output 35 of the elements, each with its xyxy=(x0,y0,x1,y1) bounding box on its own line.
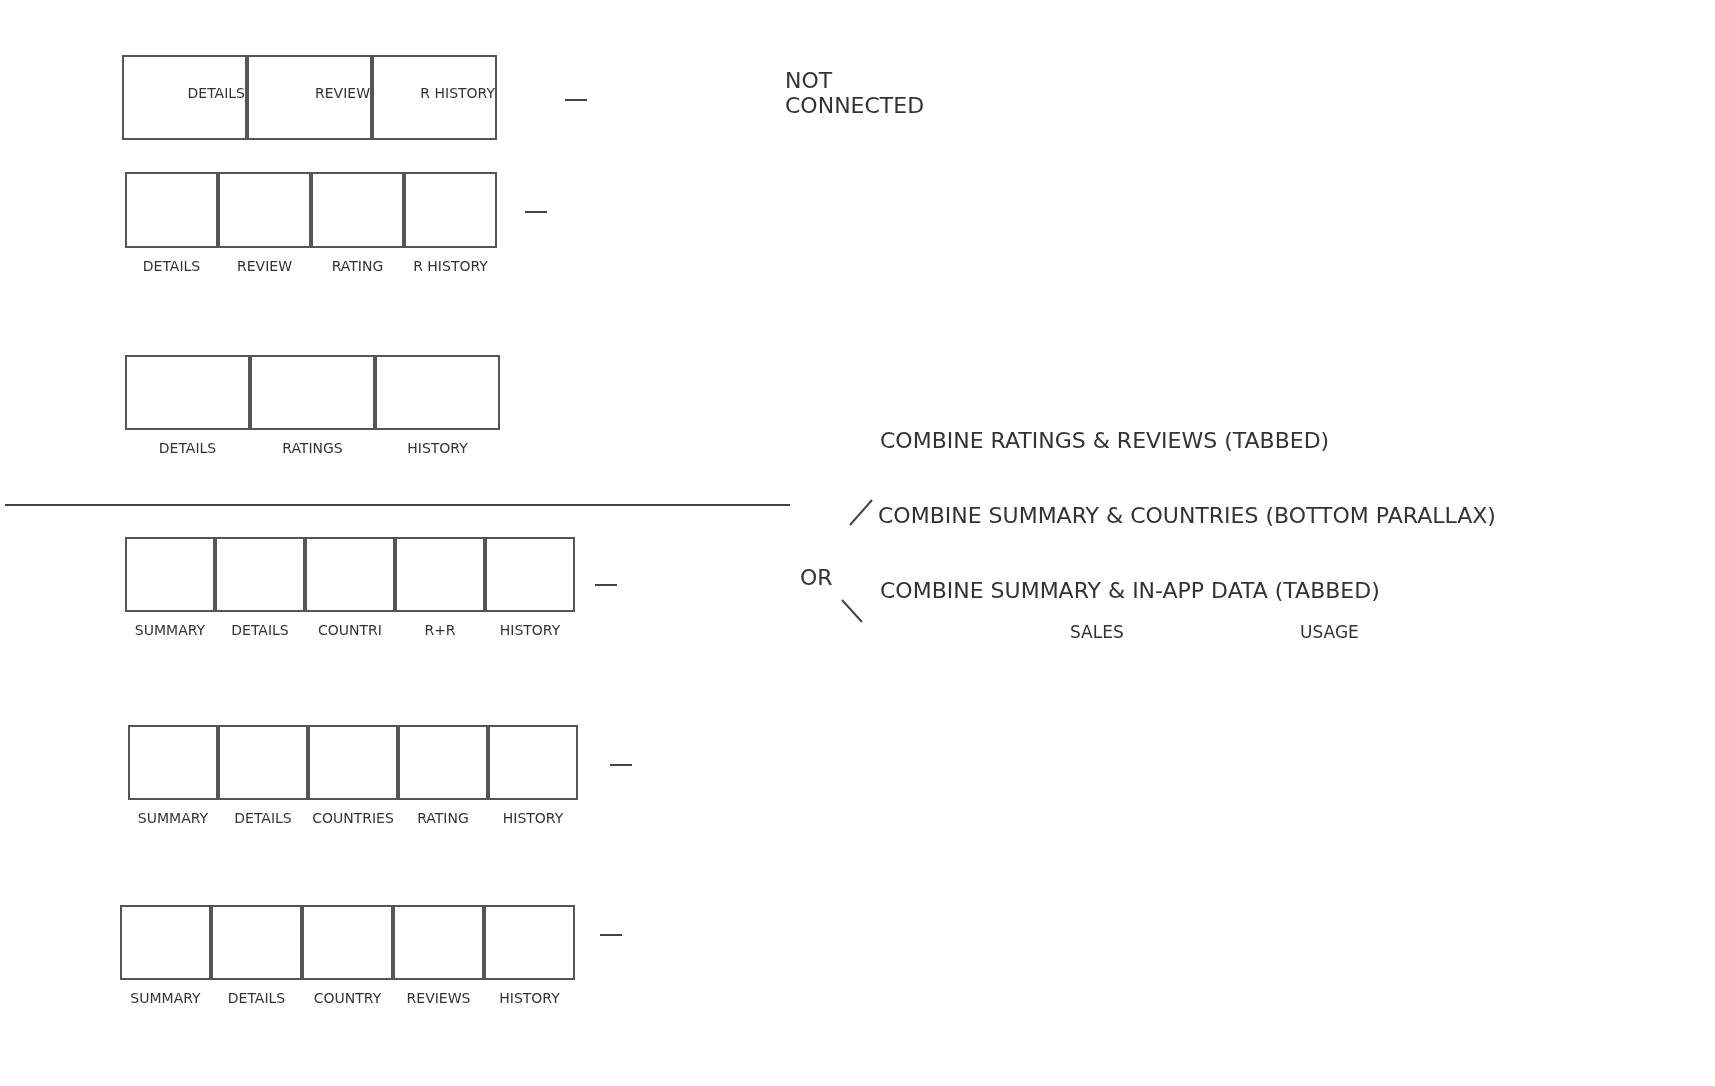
tab xyxy=(372,55,497,140)
tab xyxy=(122,55,247,140)
tab-label: DETAILS xyxy=(234,810,292,826)
tab-label: COUNTRI xyxy=(318,622,382,638)
tab-label: SUMMARY xyxy=(134,622,206,638)
tab-label: HISTORY xyxy=(499,622,561,638)
handwritten-note: COMBINE SUMMARY & IN-APP DATA (TABBED) xyxy=(880,578,1380,603)
tab-label: SUMMARY xyxy=(137,810,209,826)
tab-label: REVIEWS xyxy=(406,990,471,1006)
tab-label: HISTORY xyxy=(502,810,564,826)
handwritten-note: COMBINE SUMMARY & COUNTRIES (BOTTOM PARALLAX) xyxy=(878,503,1496,528)
tab-label: HISTORY xyxy=(499,990,560,1006)
tab-label: RATINGS xyxy=(282,440,343,456)
handwritten-note: NOT CONNECTED xyxy=(785,68,926,118)
tab-label: RATING xyxy=(331,258,384,274)
tab-label: SUMMARY xyxy=(130,990,201,1006)
tab-label: RATING xyxy=(417,810,469,826)
tab-label: DETAILS xyxy=(227,990,286,1006)
tab-label: REVIEW xyxy=(315,84,370,101)
tab-label: COUNTRY xyxy=(313,990,382,1006)
handwritten-note: COMBINE RATINGS & REVIEWS (TABBED) xyxy=(880,428,1330,453)
tab-label: R HISTORY xyxy=(420,84,495,101)
tab-label: DETAILS xyxy=(187,84,245,101)
tab-label: COUNTRIES xyxy=(312,810,394,826)
tab-label: DETAILS xyxy=(231,622,289,638)
tab-label: R+R xyxy=(424,622,456,638)
tab-label: HISTORY xyxy=(407,440,468,456)
tab xyxy=(247,55,372,140)
tab-label: DETAILS xyxy=(158,440,217,456)
handwritten-note: OR xyxy=(800,565,833,590)
tab-label: REVIEW xyxy=(237,258,292,274)
annotation-label: SALES xyxy=(1070,622,1124,642)
tab-label: DETAILS xyxy=(142,258,201,274)
tab-label: R HISTORY xyxy=(413,258,488,274)
annotation-label: USAGE xyxy=(1300,622,1359,642)
